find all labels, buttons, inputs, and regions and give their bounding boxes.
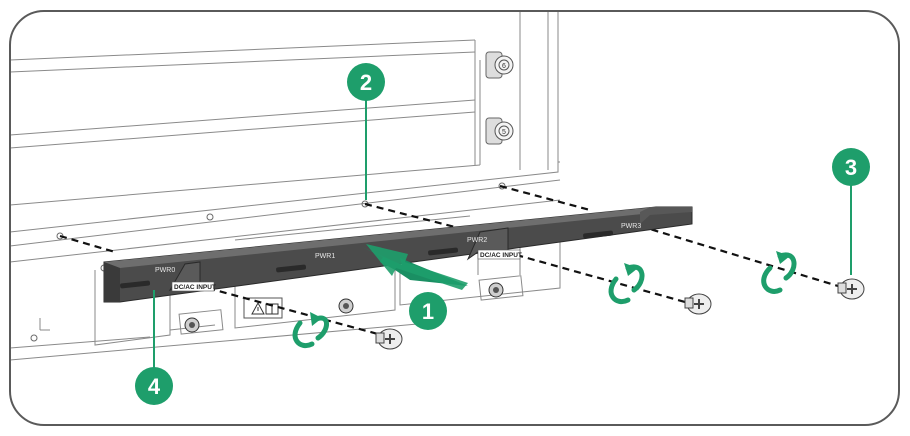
callout-3: 3	[832, 148, 870, 186]
warning-triangle-icon	[243, 297, 283, 319]
phillips-screw-icon-2	[684, 293, 712, 315]
clockwise-rotation-arrow-icon-3	[761, 251, 797, 294]
callout-4-label: 4	[148, 374, 161, 399]
callout-2: 2	[347, 63, 385, 101]
callout-leaders	[153, 100, 852, 370]
slot-number-6: 6	[502, 63, 506, 70]
callout-3-label: 3	[845, 155, 857, 180]
slot-label-pwr0: PWR0	[155, 267, 175, 274]
captive-screw-upper: 6	[485, 51, 514, 79]
callout-4: 4	[135, 367, 173, 405]
diagram-frame	[9, 10, 900, 426]
module-screw-2	[338, 298, 354, 314]
svg-text:DC/AC INPUT: DC/AC INPUT	[174, 284, 216, 291]
chassis	[10, 11, 561, 361]
input-label-right: DC/AC INPUT	[477, 249, 522, 260]
slot-number-5: 5	[502, 129, 506, 136]
phillips-screw-icon-3	[837, 278, 865, 300]
chassis-rail	[10, 39, 476, 61]
callout-1-label: 1	[422, 299, 434, 324]
svg-text:DC/AC INPUT: DC/AC INPUT	[480, 252, 522, 259]
slot-label-pwr1: PWR1	[315, 253, 335, 260]
phillips-screw-icon-1	[375, 328, 403, 350]
callout-1: 1	[409, 292, 447, 330]
captive-screw-lower: 5	[485, 117, 514, 145]
clockwise-rotation-arrow-icon-1	[292, 312, 329, 348]
clockwise-rotation-arrow-icon-2	[608, 263, 645, 304]
callout-2-label: 2	[360, 70, 372, 95]
input-label-left: DC/AC INPUT	[171, 281, 216, 292]
slot-label-pwr2: PWR2	[467, 237, 487, 244]
module-screw-1	[184, 317, 200, 333]
module-screw-3	[488, 282, 504, 298]
slot-label-pwr3: PWR3	[621, 223, 641, 230]
